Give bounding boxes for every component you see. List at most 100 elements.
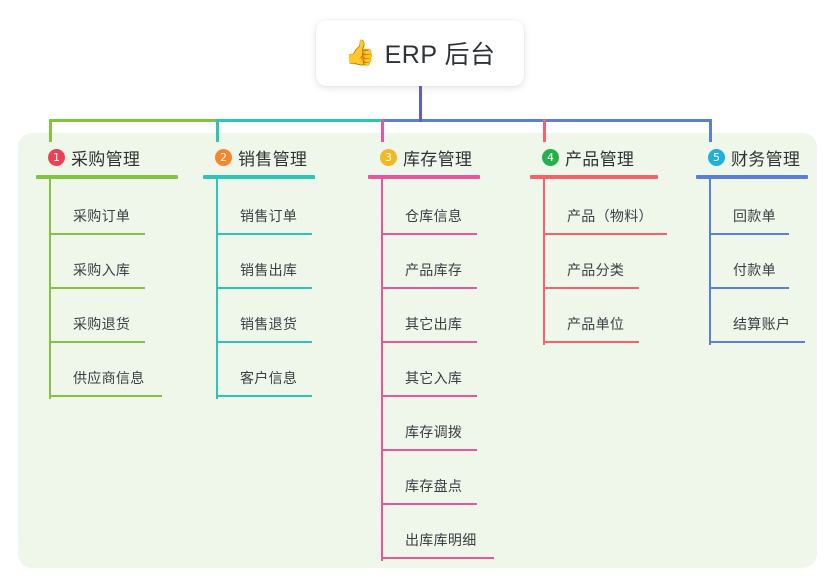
leaf-item-label: 其它入库 <box>405 370 463 386</box>
leaf-item-underline <box>709 287 789 289</box>
branch-spine <box>709 177 711 345</box>
leaf-item[interactable]: 客户信息 <box>216 343 312 397</box>
leaf-item[interactable]: 供应商信息 <box>49 343 162 397</box>
leaf-item-underline <box>216 341 312 343</box>
leaf-item-label: 采购退货 <box>73 316 131 332</box>
leaf-item-label: 产品（物料） <box>567 208 653 224</box>
bus-segment-3 <box>381 119 546 122</box>
root-node-title: ERP 后台 <box>384 41 496 69</box>
leaf-item-underline <box>381 233 477 235</box>
leaf-item-label: 产品库存 <box>405 262 463 278</box>
leaf-item-underline <box>381 557 494 559</box>
branch-drop-4 <box>543 119 546 142</box>
branch-header-label: 财务管理 <box>731 149 801 169</box>
leaf-item-label: 出库库明细 <box>405 532 477 548</box>
leaf-item-label: 库存盘点 <box>405 478 463 494</box>
leaf-item-label: 结算账户 <box>733 316 791 332</box>
branch-number-badge: 2 <box>215 148 232 166</box>
leaf-item-label: 产品分类 <box>567 262 625 278</box>
branch-column-库存管理: 3 库存管理仓库信息产品库存其它出库其它入库库存调拨库存盘点出库库明细 <box>368 143 494 561</box>
leaf-item[interactable]: 采购入库 <box>49 235 145 289</box>
leaf-item-underline <box>49 395 162 397</box>
leaf-item[interactable]: 其它出库 <box>381 289 477 343</box>
leaf-item-underline <box>543 287 639 289</box>
branch-header-bar <box>203 175 315 179</box>
diagram-background-panel <box>18 133 817 568</box>
branch-column-产品管理: 4 产品管理产品（物料） 产品分类产品单位 <box>530 143 667 345</box>
leaf-item[interactable]: 销售出库 <box>216 235 312 289</box>
branch-header-bar <box>696 175 808 179</box>
leaf-item[interactable]: 库存调拨 <box>381 397 477 451</box>
branch-column-财务管理: 5 财务管理回款单付款单结算账户 <box>696 143 808 345</box>
leaf-item-underline <box>381 341 477 343</box>
leaf-item[interactable]: 库存盘点 <box>381 451 477 505</box>
leaf-item[interactable]: 结算账户 <box>709 289 805 343</box>
leaf-item-underline <box>49 287 145 289</box>
leaf-item-underline <box>709 233 789 235</box>
leaf-item[interactable]: 回款单 <box>709 181 789 235</box>
leaf-item[interactable]: 产品库存 <box>381 235 477 289</box>
leaf-item-label: 采购订单 <box>73 208 131 224</box>
branch-drop-2 <box>216 119 219 142</box>
leaf-item-label: 产品单位 <box>567 316 625 332</box>
leaf-item-label: 仓库信息 <box>405 208 463 224</box>
leaf-item-underline <box>543 341 639 343</box>
bus-segment-2 <box>216 119 384 122</box>
branch-number-badge: 3 <box>380 148 397 166</box>
leaf-item-underline <box>381 503 477 505</box>
leaf-item[interactable]: 付款单 <box>709 235 789 289</box>
branch-header-label: 销售管理 <box>238 149 308 169</box>
leaf-item[interactable]: 采购退货 <box>49 289 145 343</box>
leaf-item-label: 采购入库 <box>73 262 131 278</box>
leaf-item-underline <box>543 233 667 235</box>
leaf-item-underline <box>381 287 477 289</box>
branch-header-bar <box>368 175 480 179</box>
leaf-item-underline <box>216 287 312 289</box>
bus-segment-1 <box>49 119 219 122</box>
leaf-item-label: 销售订单 <box>240 208 298 224</box>
branch-column-采购管理: 1 采购管理采购订单采购入库采购退货供应商信息 <box>36 143 178 399</box>
branch-header-bar <box>530 175 658 179</box>
branch-spine <box>543 177 545 345</box>
leaf-item-label: 回款单 <box>733 208 776 224</box>
branch-header-label: 采购管理 <box>71 149 141 169</box>
leaf-item-label: 销售退货 <box>240 316 298 332</box>
bus-segment-4 <box>543 119 712 122</box>
branch-drop-5 <box>709 119 712 142</box>
branch-number-badge: 4 <box>542 148 559 166</box>
branch-header-销售管理[interactable]: 2 销售管理 <box>203 143 315 171</box>
leaf-item-label: 供应商信息 <box>73 370 145 386</box>
branch-column-销售管理: 2 销售管理销售订单销售出库销售退货客户信息 <box>203 143 315 399</box>
leaf-item[interactable]: 销售退货 <box>216 289 312 343</box>
branch-header-bar <box>36 175 178 179</box>
root-node-erp-backend[interactable]: 👍 ERP 后台 <box>316 20 524 86</box>
branch-header-产品管理[interactable]: 4 产品管理 <box>530 143 658 171</box>
leaf-item[interactable]: 产品分类 <box>543 235 639 289</box>
leaf-item-label: 库存调拨 <box>405 424 463 440</box>
thumbs-up-icon: 👍 <box>344 39 376 67</box>
branch-header-label: 产品管理 <box>565 149 635 169</box>
leaf-item[interactable]: 其它入库 <box>381 343 477 397</box>
leaf-item-label: 销售出库 <box>240 262 298 278</box>
leaf-item-underline <box>709 341 805 343</box>
leaf-item-underline <box>381 395 477 397</box>
leaf-item[interactable]: 产品单位 <box>543 289 639 343</box>
branch-header-采购管理[interactable]: 1 采购管理 <box>36 143 178 171</box>
branch-number-badge: 1 <box>48 148 65 166</box>
leaf-item[interactable]: 产品（物料） <box>543 181 667 235</box>
leaf-item[interactable]: 仓库信息 <box>381 181 477 235</box>
leaf-item[interactable]: 出库库明细 <box>381 505 494 559</box>
branch-drop-3 <box>381 119 384 142</box>
leaf-item-label: 客户信息 <box>240 370 298 386</box>
root-trunk-line <box>419 86 422 122</box>
leaf-item[interactable]: 采购订单 <box>49 181 145 235</box>
leaf-item[interactable]: 销售订单 <box>216 181 312 235</box>
branch-header-财务管理[interactable]: 5 财务管理 <box>696 143 808 171</box>
branch-spine <box>381 177 383 561</box>
branch-drop-1 <box>49 119 52 142</box>
branch-number-badge: 5 <box>708 148 725 166</box>
leaf-item-underline <box>49 233 145 235</box>
branch-header-库存管理[interactable]: 3 库存管理 <box>368 143 480 171</box>
branch-header-label: 库存管理 <box>403 149 473 169</box>
